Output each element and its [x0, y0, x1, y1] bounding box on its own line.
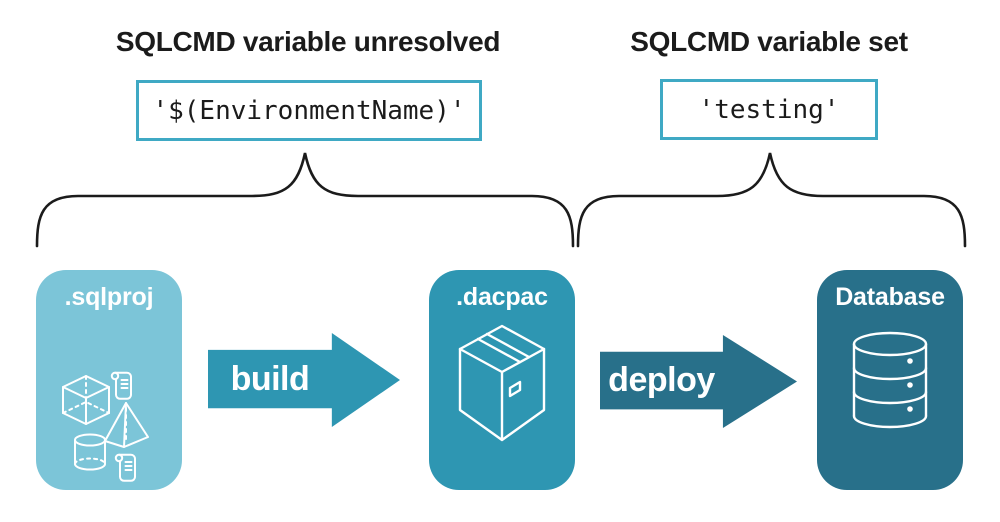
left-curly-brace — [35, 152, 575, 248]
package-box-icon — [458, 324, 546, 442]
sql-project-objects-icon — [62, 371, 149, 482]
cylinder-icon — [74, 433, 106, 471]
code-value-unresolved: '$(EnvironmentName)' — [152, 95, 466, 126]
sql-script-icon — [110, 371, 132, 400]
cube-icon — [62, 375, 110, 425]
deploy-arrow: deploy — [600, 335, 797, 428]
code-box-resolved: 'testing' — [660, 79, 878, 140]
code-box-unresolved: '$(EnvironmentName)' — [136, 80, 482, 141]
right-curly-brace — [576, 152, 967, 248]
pyramid-icon — [104, 402, 149, 448]
stage-dacpac: .dacpac — [429, 270, 575, 490]
heading-unresolved: SQLCMD variable unresolved — [115, 26, 501, 57]
stage-dacpac-label: .dacpac — [456, 283, 548, 311]
stage-database-label: Database — [835, 283, 945, 311]
sql-script-icon — [114, 453, 136, 482]
deploy-arrow-label: deploy — [608, 361, 715, 400]
database-cylinder-icon — [852, 331, 928, 429]
code-value-resolved: 'testing' — [698, 94, 840, 125]
build-arrow-label: build — [230, 359, 310, 398]
heading-resolved: SQLCMD variable set — [630, 26, 908, 57]
stage-sqlproj: .sqlproj — [36, 270, 182, 490]
stage-sqlproj-label: .sqlproj — [64, 283, 154, 311]
stage-database: Database — [817, 270, 963, 490]
build-arrow: build — [208, 333, 400, 427]
